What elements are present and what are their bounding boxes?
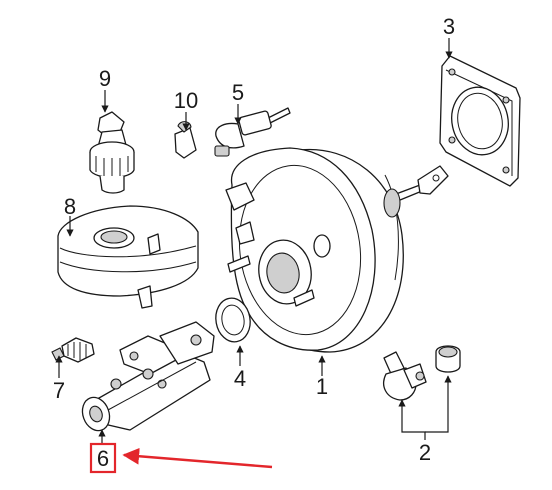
callout-6: 6 xyxy=(97,446,109,471)
gasket-plate-part xyxy=(439,55,521,187)
callout-3: 3 xyxy=(443,14,455,39)
callout-10: 10 xyxy=(174,88,198,113)
callout-4: 4 xyxy=(234,366,246,391)
callout-5: 5 xyxy=(232,80,244,105)
callout-7: 7 xyxy=(53,378,65,403)
reservoir-part xyxy=(57,205,199,309)
callout-6-highlight-box xyxy=(89,442,117,474)
level-switch-part xyxy=(51,337,95,363)
callout-8: 8 xyxy=(64,194,76,219)
highlight-arrow xyxy=(122,447,273,469)
grommet-part xyxy=(435,345,461,373)
reservoir-cap-part xyxy=(89,111,135,194)
o-ring-seal-part xyxy=(215,297,251,343)
leader-lines xyxy=(55,38,453,444)
check-valve-part xyxy=(383,351,427,401)
brake-booster-part xyxy=(225,147,449,353)
sensor-part xyxy=(214,107,291,157)
callout-1: 1 xyxy=(316,374,328,399)
callout-9: 9 xyxy=(99,66,111,91)
callout-2: 2 xyxy=(419,440,431,465)
master-cylinder-part xyxy=(81,321,215,432)
